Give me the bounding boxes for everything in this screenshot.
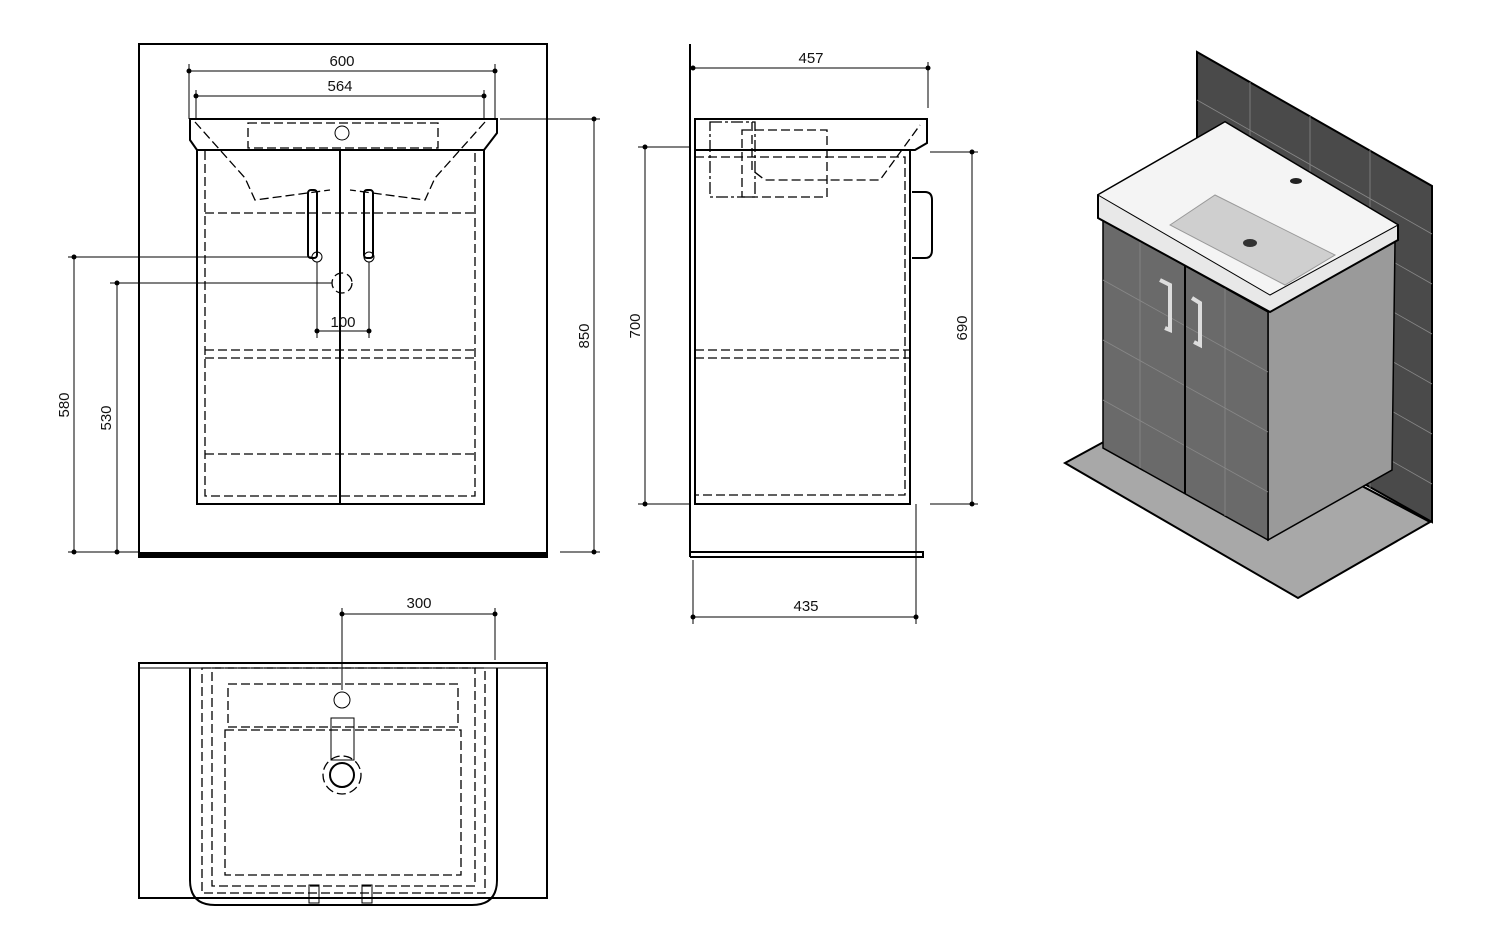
left-handle xyxy=(307,189,318,259)
iso-tap-hole xyxy=(1290,178,1302,184)
right-handle xyxy=(363,189,374,259)
dim-580: 580 xyxy=(56,392,73,417)
wall-outline xyxy=(138,43,548,558)
side-basin xyxy=(694,118,928,151)
side-handle xyxy=(912,191,933,259)
waste-outlet xyxy=(331,272,353,294)
iso-handle-left xyxy=(1159,278,1172,333)
waste-hole xyxy=(329,762,355,788)
top-basin xyxy=(189,668,498,906)
dim-850: 850 xyxy=(576,323,593,348)
side-floor xyxy=(690,551,924,558)
tap-hole xyxy=(333,691,351,709)
isometric-render xyxy=(1062,50,1433,600)
iso-drain xyxy=(1243,239,1257,247)
dim-690: 690 xyxy=(954,315,971,340)
dim-457: 457 xyxy=(798,50,823,67)
top-view: 300 xyxy=(138,595,548,906)
floor-line xyxy=(139,552,547,557)
dim-700: 700 xyxy=(627,313,644,338)
front-view: 600 564 100 850 580 530 xyxy=(56,43,600,558)
side-view: 457 435 700 690 xyxy=(627,44,978,624)
top-wall-outline xyxy=(138,662,548,899)
dim-100: 100 xyxy=(330,314,355,331)
dim-530: 530 xyxy=(98,405,115,430)
dim-435: 435 xyxy=(793,598,818,615)
side-cabinet xyxy=(694,149,911,505)
iso-handle-right xyxy=(1190,296,1202,349)
dim-600: 600 xyxy=(329,53,354,70)
dim-300: 300 xyxy=(406,595,431,612)
dim-564: 564 xyxy=(327,78,352,95)
